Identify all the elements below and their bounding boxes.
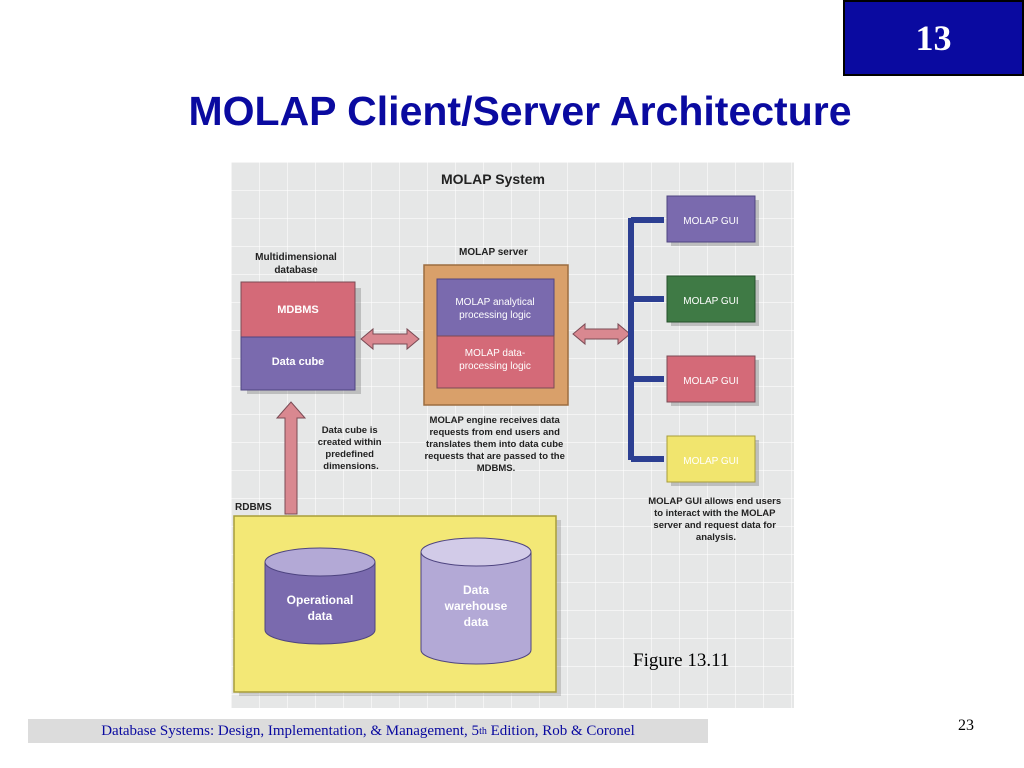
dataproc-line1: MOLAP data-: [465, 348, 525, 359]
engine-note-line: MDBMS.: [477, 463, 516, 474]
up-arrow-icon: [275, 401, 307, 515]
figure-caption: Figure 13.11: [633, 650, 730, 671]
operational-line2: data: [308, 609, 333, 623]
analytical-line2: processing logic: [459, 310, 531, 321]
gui-label-3: MOLAP GUI: [683, 376, 738, 387]
warehouse-line1: Data: [463, 583, 489, 597]
mdb-label-line2: database: [274, 265, 318, 276]
gui-box-purple: [666, 195, 756, 243]
rdbms-label: RDBMS: [235, 502, 272, 513]
mdb-label-line1: Multidimensional: [255, 252, 337, 263]
data-cube-box: [240, 336, 356, 391]
gui-label-4: MOLAP GUI: [683, 456, 738, 467]
operational-line1: Operational: [287, 593, 354, 607]
gui-connector-tree: [628, 217, 664, 462]
cube-note-line: dimensions.: [323, 461, 378, 472]
molap-system-title: MOLAP System: [441, 171, 545, 187]
mdbms-label: MDBMS: [277, 304, 319, 316]
data-cube-label: Data cube: [272, 356, 325, 368]
engine-note-line: translates them into data cube: [426, 439, 563, 450]
molap-server-label: MOLAP server: [459, 247, 528, 258]
footer-text-start: Database Systems: Design, Implementation…: [101, 722, 480, 739]
molap-diagram: MOLAP System Multidimensional database M…: [233, 171, 784, 696]
gui-note-line: analysis.: [696, 532, 736, 543]
dataproc-line2: processing logic: [459, 361, 531, 372]
engine-note-line: MOLAP engine receives data: [430, 415, 561, 426]
data-warehouse-cylinder: [420, 537, 532, 665]
footer-text-end: Edition, Rob & Coronel: [486, 722, 635, 739]
analytical-line1: MOLAP analytical: [455, 297, 534, 308]
cube-note-line: predefined: [325, 449, 374, 460]
chapter-number: 13: [915, 18, 952, 58]
gui-box-green: [666, 275, 756, 323]
cube-note-line: Data cube is: [322, 425, 378, 436]
gui-note-line: to interact with the MOLAP: [654, 508, 776, 519]
footer-superscript: th: [479, 725, 487, 737]
mdbms-box: [240, 281, 356, 338]
molap-architecture-figure: MOLAP System Multidimensional database M…: [231, 162, 794, 708]
gui-label-1: MOLAP GUI: [683, 216, 738, 227]
chapter-number-badge: 13: [843, 0, 1024, 76]
gui-note-line: server and request data for: [653, 520, 776, 531]
engine-note-line: requests that are passed to the: [424, 451, 564, 462]
double-arrow-left-icon: [360, 327, 420, 351]
warehouse-line3: data: [464, 615, 489, 629]
gui-note-line: MOLAP GUI allows end users: [648, 496, 781, 507]
engine-note-line: requests from end users and: [429, 427, 560, 438]
cube-note: Data cube is created within predefined d…: [318, 425, 385, 472]
operational-data-cylinder: [264, 547, 376, 645]
engine-note: MOLAP engine receives data requests from…: [424, 415, 567, 474]
page-number: 23: [958, 717, 974, 734]
double-arrow-right-icon: [572, 322, 631, 346]
gui-box-red: [666, 355, 756, 403]
slide-title: MOLAP Client/Server Architecture: [188, 88, 852, 134]
gui-label-2: MOLAP GUI: [683, 296, 738, 307]
data-processing-logic-box: [436, 335, 555, 389]
cube-note-line: created within: [318, 437, 382, 448]
gui-box-yellow: [666, 435, 756, 483]
gui-note: MOLAP GUI allows end users to interact w…: [648, 496, 784, 543]
footer-citation: Database Systems: Design, Implementation…: [28, 719, 708, 743]
warehouse-line2: warehouse: [444, 599, 508, 613]
